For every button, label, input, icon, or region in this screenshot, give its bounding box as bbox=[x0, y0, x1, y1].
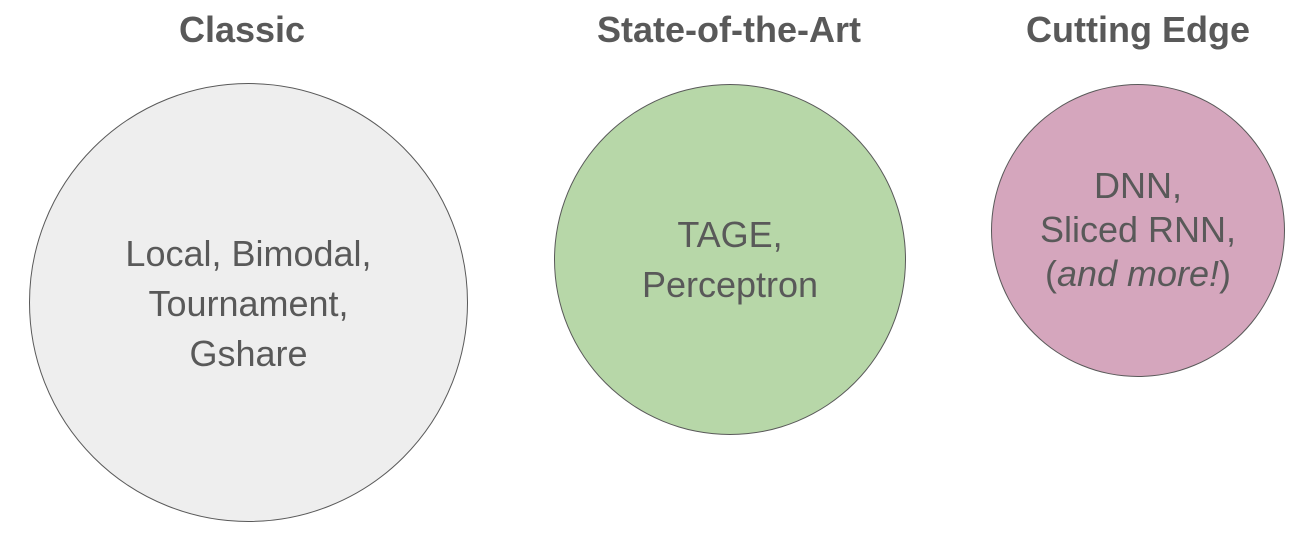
open-paren: ( bbox=[1044, 252, 1057, 294]
circle-cutting-edge: DNN, Sliced RNN, (and more!) bbox=[991, 84, 1285, 377]
close-paren: ) bbox=[1219, 252, 1232, 294]
circle-classic: Local, Bimodal, Tournament, Gshare bbox=[29, 83, 468, 522]
cutting-line-1: DNN, bbox=[1094, 164, 1182, 206]
circle-cutting-edge-text: DNN, Sliced RNN, (and more!) bbox=[1040, 164, 1236, 296]
sota-line-1: TAGE, bbox=[677, 214, 783, 255]
and-more-text: and more! bbox=[1056, 252, 1220, 294]
classic-line-3: Gshare bbox=[189, 332, 308, 374]
cutting-line-3: (and more!) bbox=[1040, 252, 1236, 296]
cutting-line-2: Sliced RNN, bbox=[1039, 208, 1237, 250]
circle-state-of-the-art: TAGE, Perceptron bbox=[554, 84, 906, 435]
circle-state-of-the-art-text: TAGE, Perceptron bbox=[642, 210, 818, 310]
circle-classic-text: Local, Bimodal, Tournament, Gshare bbox=[125, 229, 371, 379]
heading-cutting-edge: Cutting Edge bbox=[1026, 9, 1250, 50]
classic-line-2: Tournament, bbox=[148, 282, 349, 324]
sota-line-2: Perceptron bbox=[641, 264, 819, 305]
heading-classic: Classic bbox=[178, 9, 306, 50]
heading-state-of-the-art: State-of-the-Art bbox=[597, 9, 861, 50]
classic-line-1: Local, Bimodal, bbox=[125, 232, 372, 274]
